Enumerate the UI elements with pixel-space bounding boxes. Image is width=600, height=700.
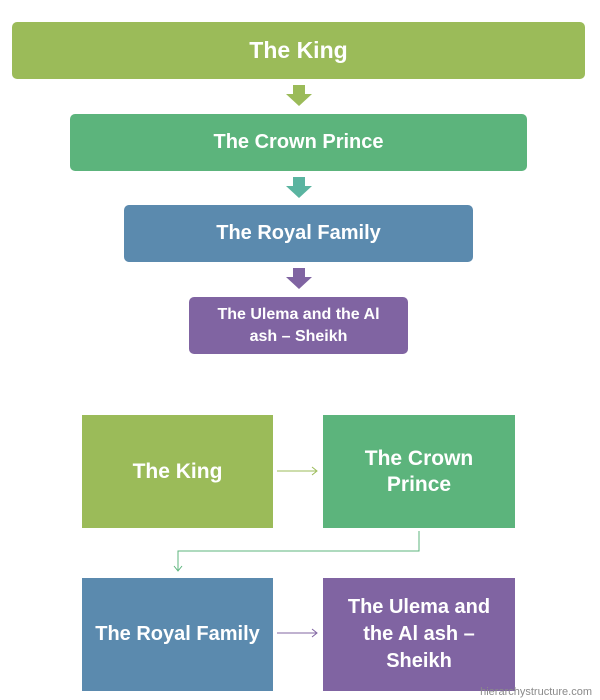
down-arrow-icon [286,85,312,106]
flow-node-royal-family: The Royal Family [82,578,273,691]
flow-node-ulema: The Ulema and the Al ash – Sheikh [323,578,515,691]
top-node-crown-prince: The Crown Prince [70,114,527,171]
top-node-royal-family-label: The Royal Family [216,222,381,244]
top-node-ulema-label: The Ulema and the Al ash – Sheikh [217,305,380,345]
flow-node-king: The King [82,415,273,528]
top-node-king-label: The King [249,37,348,63]
flow-node-king-label: The King [132,459,223,483]
arrowhead-icon [173,565,183,572]
top-node-ulema: The Ulema and the Al ash – Sheikh [189,297,408,354]
top-node-king: The King [12,22,585,79]
flow-node-crown-prince-label: The Crown Prince [364,446,474,496]
top-node-crown-prince-label: The Crown Prince [213,131,384,153]
arrowhead-icon [311,466,318,476]
down-arrow-icon [286,268,312,289]
watermark: hierarchystructure.com [480,686,592,698]
flow-node-royal-family-label: The Royal Family [95,623,260,645]
down-arrow-icon [286,177,312,198]
top-node-royal-family: The Royal Family [124,205,473,262]
flow-node-crown-prince: The Crown Prince [323,415,515,528]
arrowhead-icon [311,628,318,638]
connector-crown-prince-to-royal-family [177,531,420,570]
flow-node-ulema-label: The Ulema and the Al ash – Sheikh [347,596,491,672]
